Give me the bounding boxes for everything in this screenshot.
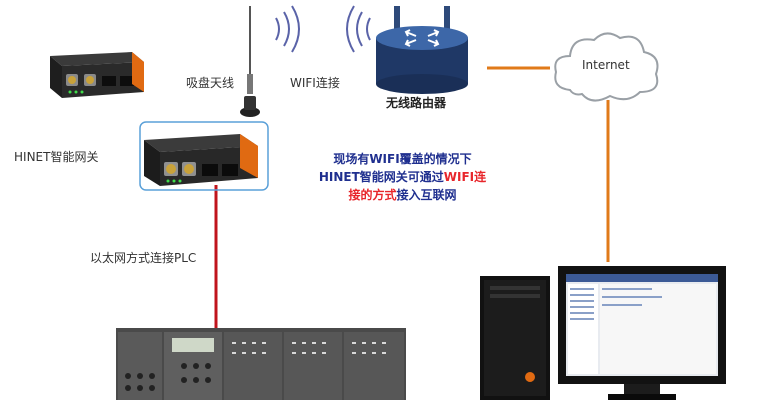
note-line-3-red: 接的方式 bbox=[348, 188, 397, 202]
hinet-gateway-device-icon bbox=[139, 121, 269, 191]
note-line-2-red: WIFI连 bbox=[443, 170, 487, 184]
wifi-waves-router-icon bbox=[346, 5, 371, 53]
wifi-link-label: WIFI连接 bbox=[290, 76, 340, 90]
monitor-icon bbox=[558, 266, 726, 400]
note-line-3: 接的方式接入互联网 bbox=[300, 186, 505, 204]
gateway-device-small-icon bbox=[50, 52, 144, 98]
router-label: 无线路由器 bbox=[386, 96, 447, 110]
note-line-1: 现场有WIFI覆盖的情况下 bbox=[333, 152, 472, 166]
antenna-label: 吸盘天线 bbox=[186, 76, 235, 90]
gateway-label: HINET智能网关 bbox=[14, 150, 99, 164]
internet-label: Internet bbox=[582, 58, 630, 72]
wifi-note: 现场有WIFI覆盖的情况下 HINET智能网关可通过WIFI连 接的方式接入互联… bbox=[300, 150, 505, 204]
antenna-icon bbox=[240, 6, 260, 117]
note-line-2-blue: HINET智能网关可通过 bbox=[318, 170, 444, 184]
wireless-router-icon bbox=[376, 6, 468, 94]
pc-tower-icon bbox=[480, 276, 550, 400]
ethernet-label: 以太网方式连接PLC bbox=[90, 251, 197, 265]
internet-cloud-icon bbox=[554, 32, 659, 102]
plc-rack-icon bbox=[116, 328, 406, 400]
note-line-2: HINET智能网关可通过WIFI连 bbox=[300, 168, 505, 186]
wifi-waves-antenna-icon bbox=[275, 5, 300, 53]
note-line-3-blue: 接入互联网 bbox=[396, 188, 457, 202]
